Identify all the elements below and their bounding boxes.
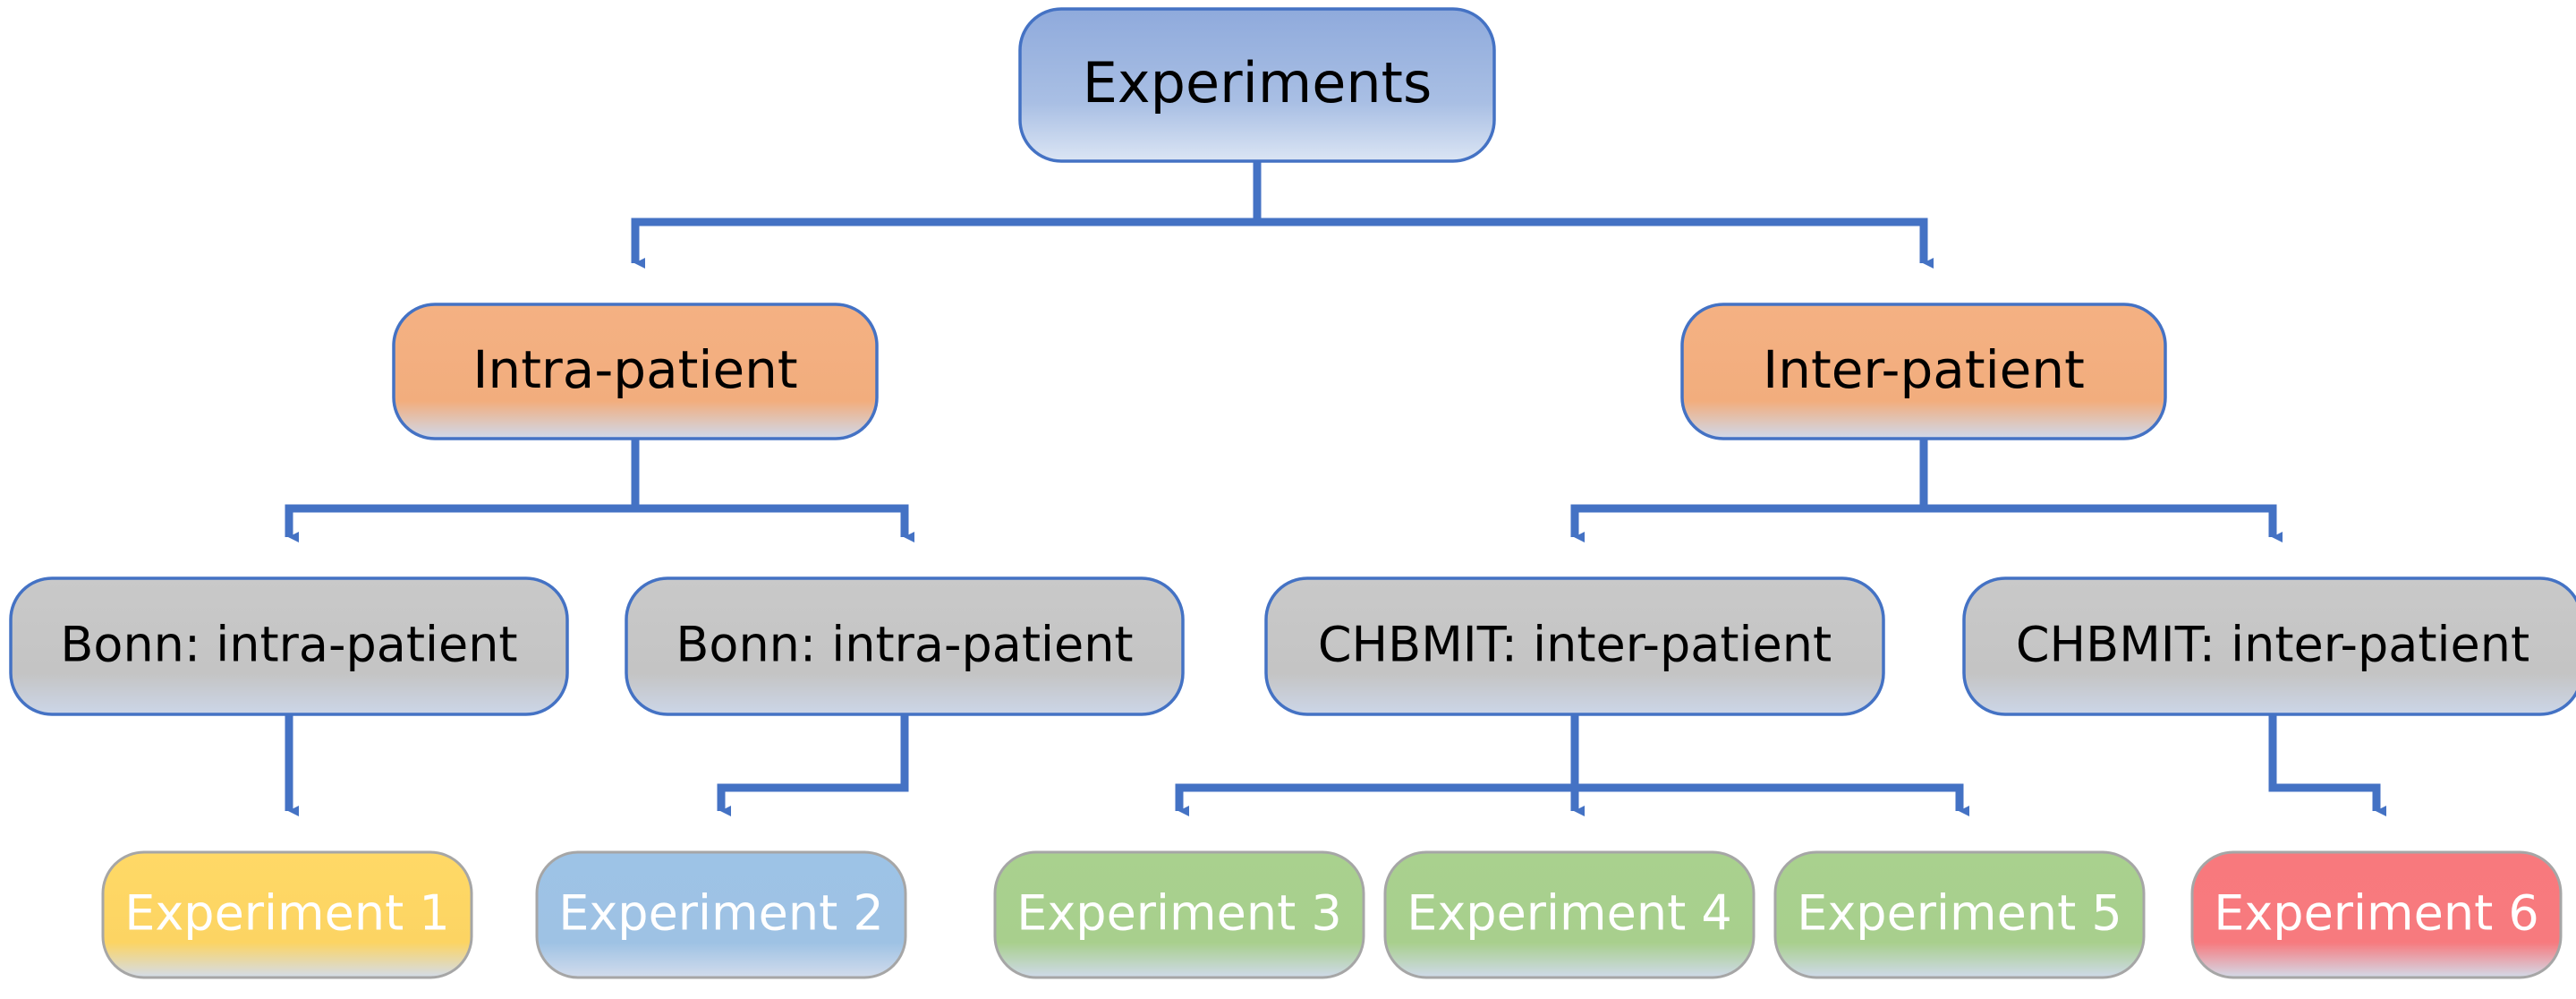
node-chbmit-left[interactable]: CHBMIT: inter-patient <box>1264 576 1885 716</box>
connector-chbmit-left-to-exp3 <box>1175 714 1579 816</box>
connector-bonn-right-to-exp2 <box>717 714 909 816</box>
node-shape-bonn-right[interactable] <box>625 576 1185 716</box>
connector-root-to-intra <box>631 161 1262 269</box>
connector-layer <box>285 161 2386 816</box>
node-exp3[interactable]: Experiment 3 <box>993 850 1365 979</box>
node-intra[interactable]: Intra-patient <box>392 303 879 440</box>
node-chbmit-right[interactable]: CHBMIT: inter-patient <box>1962 576 2576 716</box>
connector-root-to-inter <box>1253 161 1934 269</box>
node-bonn-right[interactable]: Bonn: intra-patient <box>625 576 1185 716</box>
node-inter[interactable]: Inter-patient <box>1680 303 2167 440</box>
connector-intra-to-bonn-left <box>285 439 640 542</box>
connector-inter-to-chbmit-left <box>1570 439 1928 542</box>
node-bonn-left[interactable]: Bonn: intra-patient <box>9 576 569 716</box>
connector-chbmit-left-to-exp5 <box>1570 714 1969 816</box>
node-shape-chbmit-left[interactable] <box>1264 576 1885 716</box>
node-shape-intra[interactable] <box>392 303 879 440</box>
node-shape-chbmit-right[interactable] <box>1962 576 2576 716</box>
node-shape-exp3[interactable] <box>993 850 1365 979</box>
node-exp6[interactable]: Experiment 6 <box>2190 850 2563 979</box>
node-shape-bonn-left[interactable] <box>9 576 569 716</box>
node-shape-exp5[interactable] <box>1773 850 2146 979</box>
connector-intra-to-bonn-right <box>631 439 914 542</box>
node-shape-exp2[interactable] <box>535 850 907 979</box>
connector-inter-to-chbmit-right <box>1919 439 2283 542</box>
node-exp5[interactable]: Experiment 5 <box>1773 850 2146 979</box>
node-exp2[interactable]: Experiment 2 <box>535 850 907 979</box>
node-exp4[interactable]: Experiment 4 <box>1383 850 1756 979</box>
node-shape-exp1[interactable] <box>101 850 473 979</box>
node-exp1[interactable]: Experiment 1 <box>101 850 473 979</box>
node-shape-exp6[interactable] <box>2190 850 2563 979</box>
connector-chbmit-right-to-exp6 <box>2268 714 2386 816</box>
node-root[interactable]: Experiments <box>1018 7 1496 163</box>
node-shape-exp4[interactable] <box>1383 850 1756 979</box>
node-shape-root[interactable] <box>1018 7 1496 163</box>
node-shape-inter[interactable] <box>1680 303 2167 440</box>
